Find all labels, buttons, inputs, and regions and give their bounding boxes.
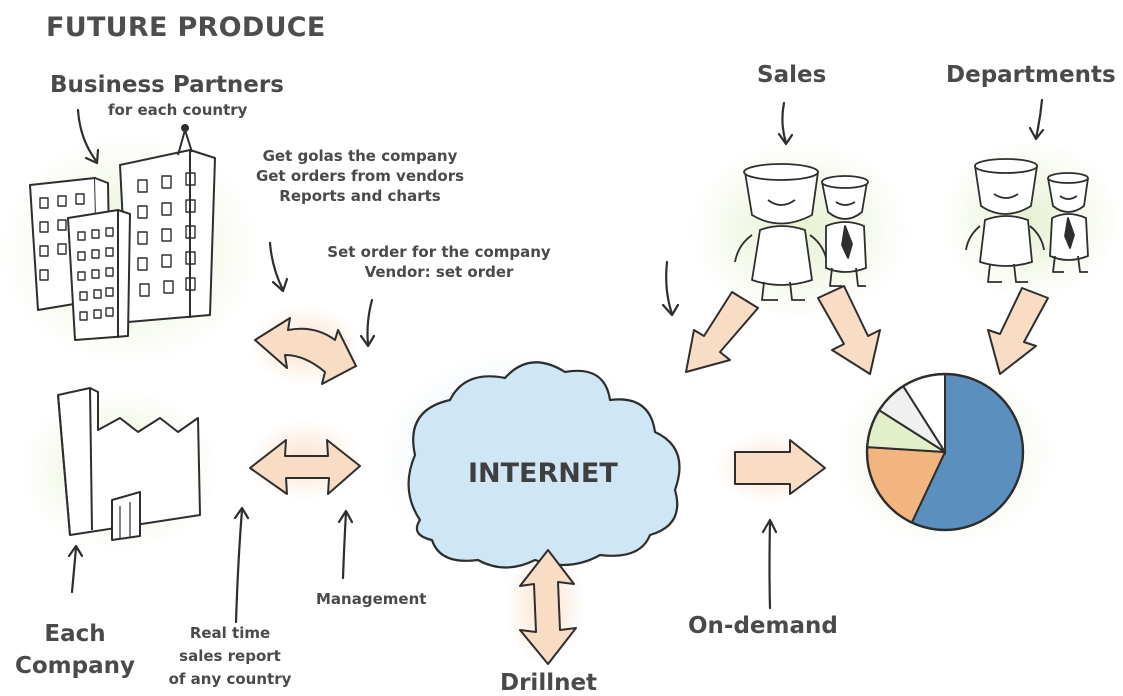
- internet-cloud-icon: [407, 361, 681, 569]
- partner-actions: Get golas the company Get orders from ve…: [240, 146, 480, 206]
- sales-people-icon: [734, 163, 869, 301]
- pointer-arrows: [67, 98, 1045, 624]
- order-action-item: Set order for the company: [327, 243, 551, 261]
- sales-label: Sales: [757, 62, 827, 88]
- internet-label: INTERNET: [468, 458, 618, 489]
- realtime-report-line: of any country: [168, 670, 292, 688]
- partner-action-item: Reports and charts: [279, 187, 441, 205]
- page-title: FUTURE PRODUCE: [46, 12, 326, 43]
- department-people-icon: [965, 158, 1089, 283]
- each-company-line: Company: [15, 653, 135, 679]
- pie-outline: [865, 372, 1025, 532]
- pie-chart: [865, 372, 1025, 532]
- drillnet-arrow-icon: [519, 549, 577, 665]
- business-buildings-icon: [29, 124, 216, 341]
- realtime-report-label: Real time sales report of any country: [165, 622, 295, 691]
- order-actions: Set order for the company Vendor: set or…: [304, 242, 574, 282]
- each-company-line: Each: [44, 621, 106, 647]
- sales-down-arrow-icon: [685, 285, 881, 375]
- management-label: Management: [316, 590, 427, 608]
- partner-action-item: Get golas the company: [262, 147, 458, 165]
- realtime-report-line: Real time: [189, 624, 271, 642]
- realtime-report-line: sales report: [179, 647, 281, 665]
- on-demand-arrow-icon: [734, 439, 826, 495]
- company-exchange-arrow-icon: [249, 439, 361, 495]
- departments-label: Departments: [946, 62, 1116, 88]
- business-partners-sublabel: for each country: [108, 101, 248, 119]
- partner-exchange-arrow-icon: [254, 317, 357, 385]
- partner-action-item: Get orders from vendors: [255, 167, 465, 185]
- drillnet-label: Drillnet: [500, 670, 598, 696]
- on-demand-label: On-demand: [688, 613, 838, 639]
- each-company-label: Each Company: [0, 618, 150, 682]
- order-action-item: Vendor: set order: [364, 263, 514, 281]
- factory-icon: [57, 387, 201, 541]
- business-partners-label: Business Partners: [50, 72, 284, 98]
- departments-down-arrow-icon: [987, 287, 1049, 375]
